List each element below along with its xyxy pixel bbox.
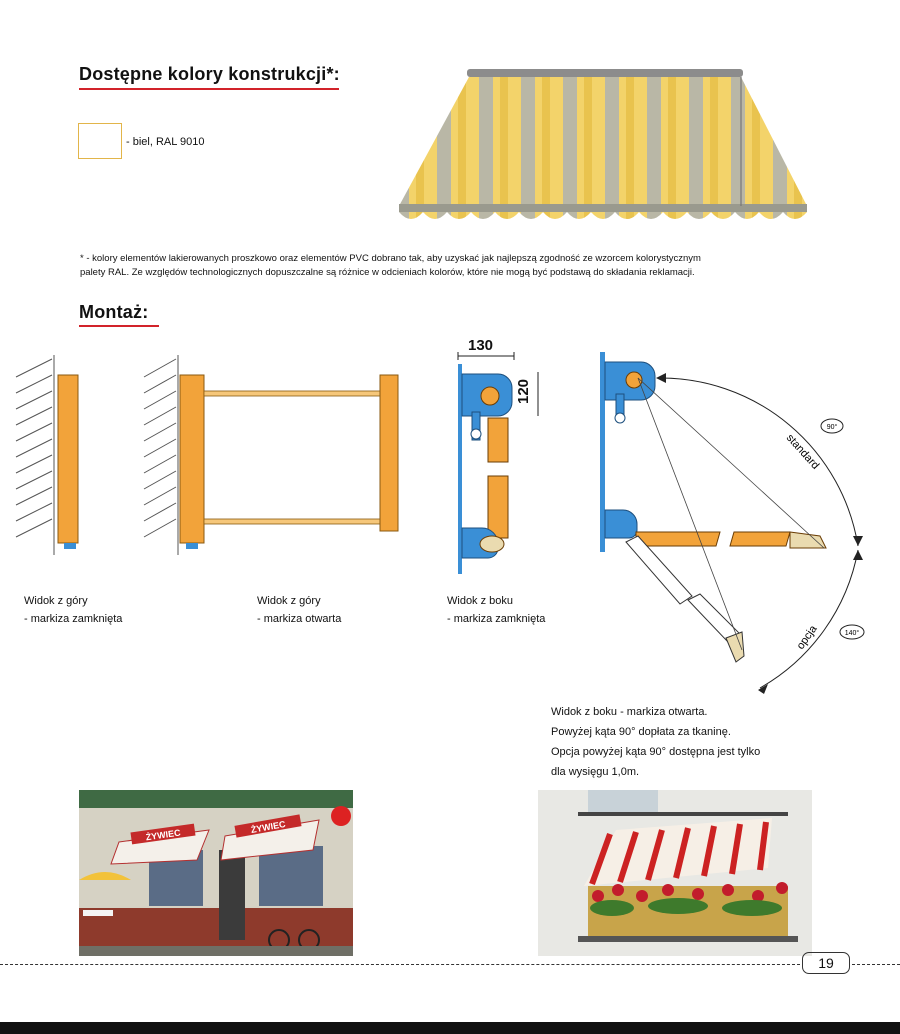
photo-sign-2 (234, 814, 302, 838)
arm-segment-lower (487, 475, 509, 539)
arc-standard-arrow-bottom (853, 536, 863, 546)
arm-horizontal-2 (729, 531, 791, 547)
wall-hatching (15, 355, 55, 555)
pivot-open (625, 371, 643, 389)
caption-side-closed: Widok z boku - markiza zamknięta (447, 592, 545, 628)
awning-cassette (467, 69, 743, 77)
photo-awning-fabric (584, 818, 772, 886)
footer-dashed-line-left (0, 964, 800, 965)
pivot-circle (480, 386, 500, 406)
photo-flowers (592, 882, 788, 902)
top-view-closed-diagram (15, 355, 79, 555)
angle-90-badge (820, 418, 844, 434)
caption-side-closed-line2: - markiza zamknięta (447, 613, 546, 625)
awning-front-bar (399, 204, 807, 212)
support-arm (471, 411, 481, 441)
angle-140-text: 140° (845, 629, 860, 637)
footnote-line-2: palety RAL. Ze względów technologicznych… (80, 267, 695, 278)
caption-top-open-line2: - markiza otwarta (257, 613, 342, 625)
option-label: opcja (795, 623, 820, 652)
arm-segment-upper (487, 417, 509, 463)
caption-side-open-line1: Widok z boku - markiza otwarta. (551, 706, 708, 718)
footer-black-bar (0, 1022, 900, 1034)
arc-option (759, 549, 859, 689)
caption-top-closed: Widok z góry - markiza zamknięta (24, 592, 122, 628)
photo-balcony-rail (578, 936, 798, 942)
swatch-label: - biel, RAL 9010 (126, 136, 205, 148)
arc-standard-arrow-top (656, 373, 666, 383)
caption-side-open-line4: dla wysięgu 1,0m. (551, 766, 640, 778)
mount-heading-underline (79, 325, 159, 327)
caption-side-open-line3: Opcja powyżej kąta 90° dostępna jest tyl… (551, 746, 761, 758)
white-color-swatch (78, 123, 122, 159)
caption-side-closed-line1: Widok z boku (447, 595, 514, 607)
photo-umbrella (79, 872, 131, 880)
support-hole-open (614, 412, 626, 424)
bracket-closed (64, 543, 76, 549)
caption-top-closed-line2: - markiza zamknięta (24, 613, 123, 625)
wall-hatching (143, 355, 179, 555)
caption-top-open: Widok z góry - markiza otwarta (257, 592, 341, 628)
wall-plate (458, 364, 462, 574)
photo-pavement (79, 946, 353, 956)
dimension-width-label: 130 (468, 337, 494, 354)
balcony-awning-photo (538, 790, 812, 956)
side-view-closed-diagram (457, 352, 539, 574)
caption-top-open-line1: Widok z góry (257, 595, 321, 607)
front-bar-horizontal (789, 531, 827, 549)
photo-road-sign (331, 806, 351, 826)
front-bar-open (379, 374, 399, 532)
awning-valance (399, 212, 807, 219)
arm-angled-1 (625, 535, 693, 605)
support-hole (470, 428, 482, 440)
photo-roof (79, 790, 353, 808)
fabric-line-option (637, 377, 743, 651)
angle-140-badge (839, 624, 865, 640)
cassette-closed (57, 374, 79, 544)
photo-rail-upper (578, 812, 788, 816)
photo-window-2 (259, 846, 323, 906)
arc-option-arrow-bottom (758, 684, 768, 694)
lower-bracket-open (604, 509, 638, 539)
photo-awning-stripes (589, 821, 769, 886)
photo-upper-window (588, 790, 658, 812)
colors-heading-underline (79, 88, 339, 90)
photo-door (219, 850, 245, 940)
caption-side-open: Widok z boku - markiza otwarta. Powyżej … (551, 702, 760, 782)
arm-horizontal-1 (635, 531, 721, 547)
side-view-open-diagram: standard 90° opcja 140° (600, 352, 865, 694)
arm-angled-2 (687, 593, 741, 643)
wall-plate-open (600, 352, 605, 552)
footnote-line-1: * - kolory elementów lakierowanych prosz… (80, 253, 701, 264)
angle-90-text: 90° (827, 423, 838, 431)
front-bar-profile (479, 535, 505, 553)
fabric-line-standard (637, 377, 825, 549)
awning-fabric (399, 77, 807, 206)
cassette-open (179, 374, 205, 544)
caption-top-closed-line1: Widok z góry (24, 595, 88, 607)
awning-illustration (399, 69, 807, 219)
caption-side-open-line2: Powyżej kąta 90° dopłata za tkaninę. (551, 726, 731, 738)
photo-sign-1 (130, 823, 196, 845)
arc-option-arrow-top (853, 550, 863, 560)
photo-table (83, 910, 113, 916)
page-number: 19 (818, 955, 834, 971)
photo-sign-1-text: ŻYWIEC (145, 828, 182, 843)
arc-standard (657, 377, 859, 547)
photo-foliage (590, 898, 782, 916)
shopfront-awning-photo: ŻYWIEC ŻYWIEC (79, 790, 353, 956)
colors-heading: Dostępne kolory konstrukcji*: (79, 64, 340, 84)
bracket-open (186, 543, 198, 549)
front-bar-angled (725, 631, 745, 663)
top-view-open-diagram (143, 355, 399, 555)
page-number-badge: 19 (802, 952, 850, 974)
arm-bottom (203, 518, 381, 525)
footer-dashed-line-right (852, 964, 900, 965)
mount-heading: Montaż: (79, 302, 149, 322)
arm-top (203, 390, 381, 397)
